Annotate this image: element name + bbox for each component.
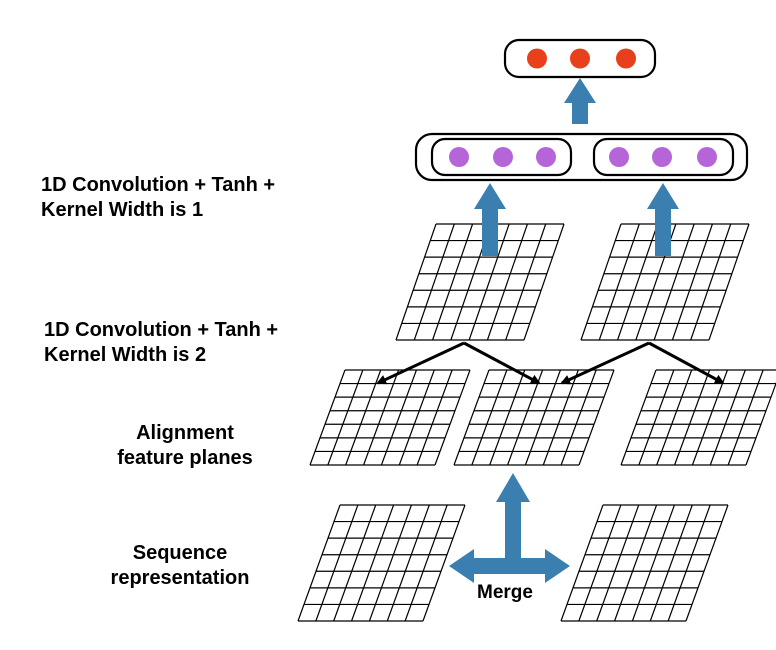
up-arrow-icon [647, 183, 679, 256]
hidden-node [493, 147, 513, 167]
output-node [616, 48, 636, 69]
conv-plane-left [395, 223, 565, 341]
merge-label: Merge [477, 582, 533, 603]
feature-grids [297, 223, 776, 622]
alignment-line2: feature planes [117, 447, 253, 469]
conv-arrows [376, 341, 725, 385]
hidden-node [609, 147, 629, 167]
sequence-label: Sequence representation [100, 541, 260, 591]
conv-k1-label: 1D Convolution + Tanh + Kernel Width is … [41, 173, 275, 223]
output-node [527, 48, 547, 69]
hidden-node [697, 147, 717, 167]
black-arrow-icon [648, 341, 725, 385]
hidden-node [536, 147, 556, 167]
output-node [570, 48, 590, 69]
up-arrow-icon [474, 183, 506, 256]
sequence-plane-left [297, 504, 466, 622]
sequence-line1: Sequence [132, 542, 228, 564]
hidden-node [652, 147, 672, 167]
blue-arrows [449, 78, 679, 583]
conv-plane-right [580, 223, 750, 341]
alignment-plane-center [453, 369, 615, 466]
conv-k2-line2: Kernel Width is 2 [44, 344, 207, 366]
up-arrow-icon [564, 78, 596, 124]
black-arrow-icon [463, 341, 541, 385]
sequence-line2: representation [110, 567, 250, 589]
alignment-line1: Alignment [136, 422, 234, 444]
conv-k2-line1: 1D Convolution + Tanh + [44, 319, 279, 341]
black-arrow-icon [560, 341, 650, 385]
conv-k1-line1: 1D Convolution + Tanh + [41, 174, 276, 196]
black-arrow-icon [376, 341, 465, 385]
alignment-plane-left [309, 369, 471, 466]
hidden-node [449, 147, 469, 167]
alignment-plane-right [620, 369, 776, 466]
conv-k2-label: 1D Convolution + Tanh + Kernel Width is … [44, 318, 278, 368]
output-layer [503, 38, 657, 79]
sequence-plane-right [560, 504, 729, 622]
conv-k1-line2: Kernel Width is 1 [41, 199, 204, 221]
alignment-label: Alignment feature planes [110, 421, 260, 471]
merge-arrow-icon [449, 473, 570, 583]
hidden-layer [414, 132, 749, 182]
